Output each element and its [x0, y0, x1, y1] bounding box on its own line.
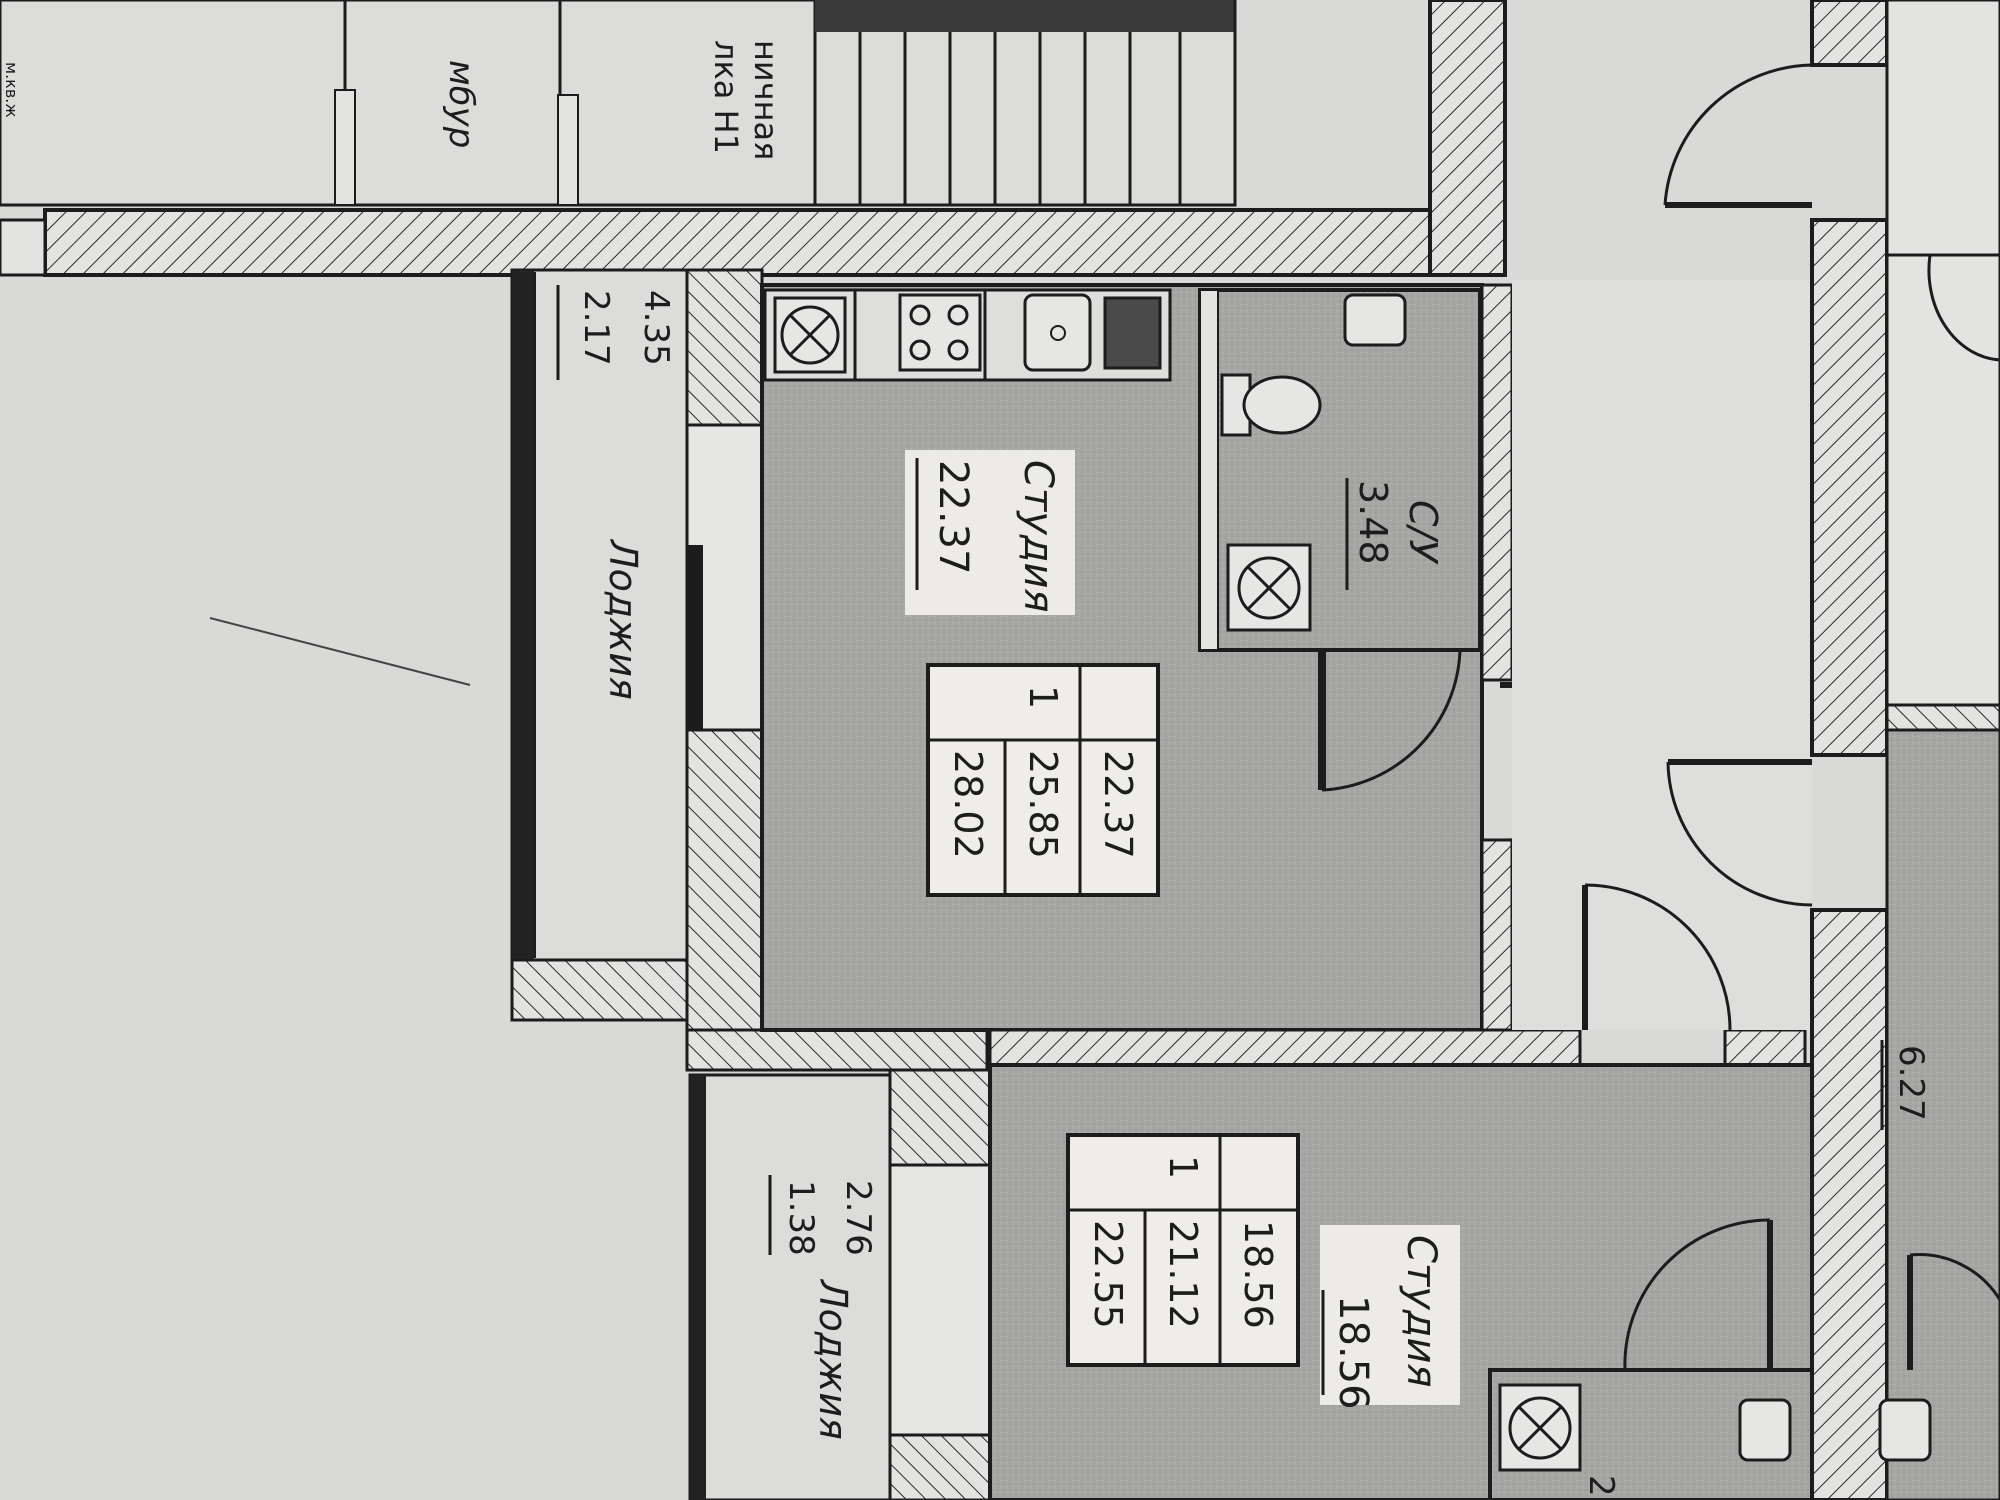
loggia-2-name: Лоджия	[811, 1278, 855, 1440]
loggia-1-area-bottom: 2.17	[576, 290, 616, 366]
studio-1-area: 22.37	[930, 460, 976, 575]
top-rooms	[0, 0, 817, 207]
bathroom-1	[1198, 288, 1482, 652]
corridor-door-middle-icon	[1666, 759, 1813, 907]
loggia-2	[688, 1073, 892, 1500]
bathroom-1-name: С/У	[1401, 500, 1445, 565]
pencil-mark	[209, 617, 471, 686]
top-right-wall	[1428, 0, 1507, 277]
bathroom-door-icon	[1318, 649, 1462, 792]
entrance-door-2-icon	[1582, 883, 1732, 1031]
loggia-1	[510, 268, 689, 962]
corridor-door-top-icon	[1663, 63, 1813, 208]
fridge-icon	[1103, 296, 1162, 370]
stair-label-2: лка Н1	[707, 40, 745, 154]
studio-2-name: Студия	[1398, 1235, 1444, 1388]
studio-1-total-area: 25.85	[1021, 750, 1065, 859]
bathroom-1-area: 3.48	[1351, 480, 1395, 565]
studio-2-door-icon	[1623, 1218, 1773, 1371]
loggia-1-area-top: 4.35	[636, 290, 676, 366]
ventilation-icon	[773, 296, 847, 374]
staircase	[813, 0, 1237, 207]
corridor-right-wall	[1810, 218, 1889, 757]
studio-1-living-area: 22.37	[1096, 750, 1140, 859]
sink-icon	[1023, 293, 1092, 372]
edge-fragment-label: м.кв.ж	[2, 62, 21, 118]
studio-2-area-with-loggia: 22.55	[1086, 1220, 1130, 1329]
loggia-2-area-bottom: 1.38	[781, 1180, 821, 1256]
studio-1-name: Студия	[1015, 460, 1061, 613]
washbasin-icon	[1343, 293, 1407, 347]
toilet-icon	[1220, 373, 1322, 437]
studio-2-rooms-count: 1	[1161, 1155, 1205, 1179]
bottom-fragment-digit: 2	[1581, 1475, 1621, 1497]
bathroom-ventilation-icon	[1226, 543, 1312, 632]
bathroom-2	[1488, 1368, 1932, 1500]
stove-icon	[898, 293, 982, 372]
right-room-area: 6.27	[1891, 1045, 1931, 1121]
right-room-door-icon	[1907, 254, 2000, 1370]
loggia-2-area-top: 2.76	[838, 1180, 878, 1256]
studio-2-area-table	[1066, 1133, 1300, 1367]
studio-1-rooms-count: 1	[1021, 685, 1065, 709]
studio-1-area-with-loggia: 28.02	[946, 750, 990, 859]
studio-2-total-area: 21.12	[1161, 1220, 1205, 1329]
corridor-wall	[43, 208, 1507, 277]
studio-1-area-table	[926, 663, 1160, 897]
studio-2-living-area: 18.56	[1236, 1220, 1280, 1329]
tambur-label: мбур	[441, 60, 481, 148]
stair-label-1: ничная	[747, 40, 785, 160]
corridor	[1512, 280, 1812, 1030]
loggia-1-name: Лоджия	[601, 538, 645, 700]
studio-2-area: 18.56	[1330, 1295, 1376, 1410]
